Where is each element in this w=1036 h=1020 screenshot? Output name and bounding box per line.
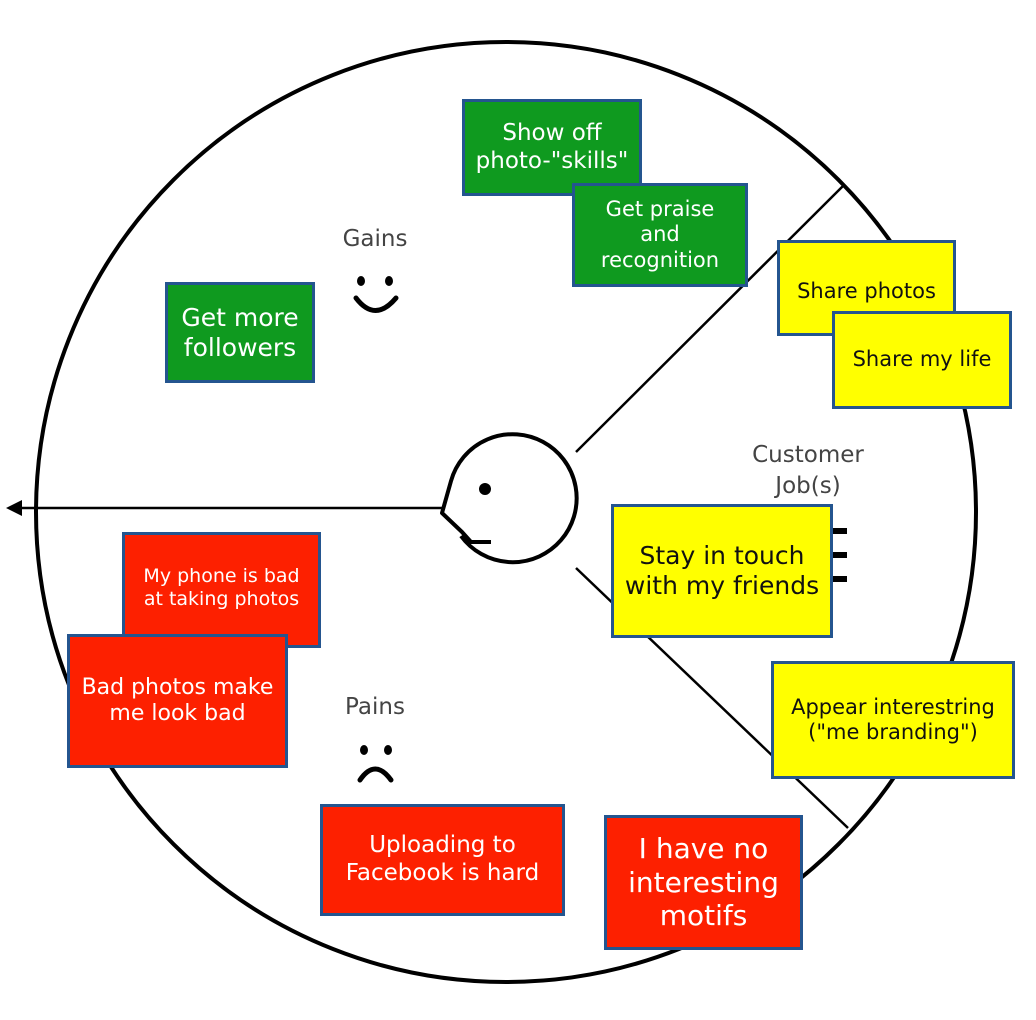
pains-label: Pains xyxy=(345,694,405,720)
pain-note-bad-photos[interactable]: Bad photos make me look bad xyxy=(67,634,288,768)
divider-gains-jobs xyxy=(575,184,845,453)
pain-note-no-motifs[interactable]: I have no interesting motifs xyxy=(604,815,803,950)
pain-note-phone-bad[interactable]: My phone is bad at taking photos xyxy=(122,532,321,648)
job-note-appear-interesting[interactable]: Appear interestring ("me branding") xyxy=(771,661,1015,779)
customer-jobs-label: Customer Job(s) xyxy=(752,442,864,499)
pain-note-uploading-hard[interactable]: Uploading to Facebook is hard xyxy=(320,804,565,916)
gains-label: Gains xyxy=(342,226,408,252)
job-note-share-my-life[interactable]: Share my life xyxy=(832,311,1012,409)
smiley-icon xyxy=(353,276,399,313)
gain-note-show-off-skills[interactable]: Show off photo-"skills" xyxy=(462,99,642,196)
customer-face-icon xyxy=(440,432,579,565)
frowny-icon xyxy=(357,745,394,783)
profile-outer-circle xyxy=(34,40,978,984)
gain-note-more-followers[interactable]: Get more followers xyxy=(165,282,315,383)
arrow-head-icon xyxy=(6,500,22,516)
list-lines-icon xyxy=(828,528,847,582)
gain-note-praise-recognition[interactable]: Get praise and recognition xyxy=(572,183,748,287)
job-note-stay-in-touch[interactable]: Stay in touch with my friends xyxy=(611,504,833,638)
